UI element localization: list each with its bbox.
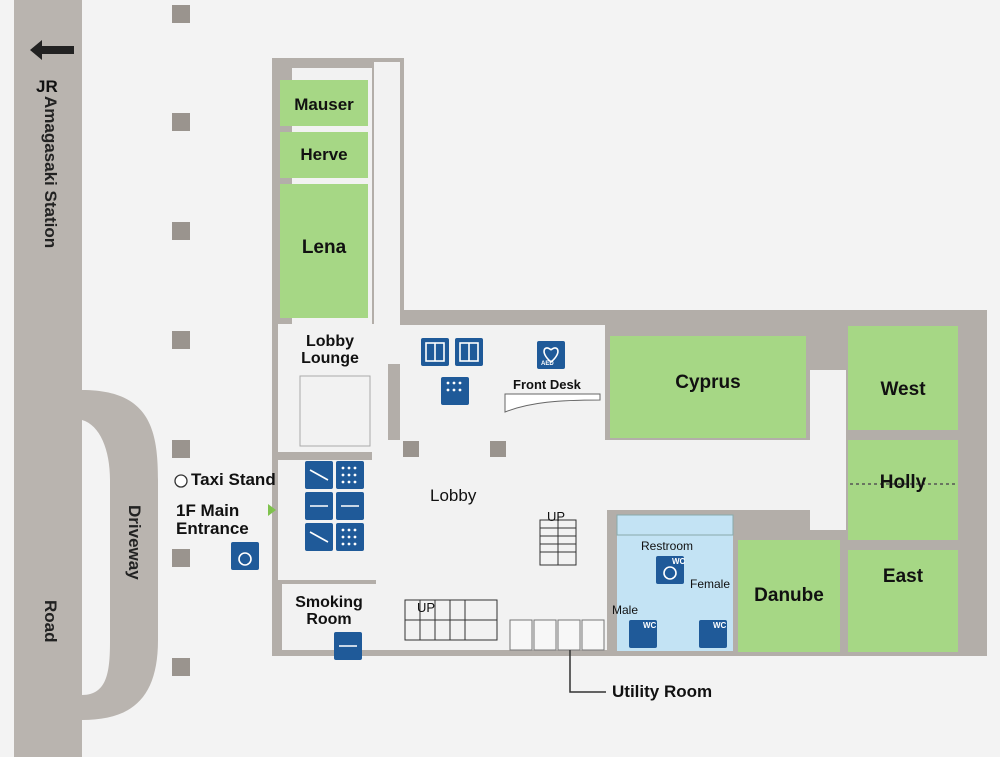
room-label-lobby: Lobby [430,486,477,505]
room-west-holly-east[interactable] [848,326,958,652]
aed-label: AED [541,361,554,367]
room-mauser[interactable] [280,80,368,126]
room-label-mauser: Mauser [294,95,354,114]
room-label-lena: Lena [301,237,347,258]
front-desk[interactable] [504,393,601,413]
road-label: Road [41,600,60,643]
room-label-west: West [880,379,926,400]
smoking-line2: Room [306,610,352,628]
room-label-lobby-lounge: Lobby Lounge [290,333,370,368]
front-desk-label: Front Desk [513,377,581,392]
stairs-lobby[interactable] [539,519,577,566]
room-label-east: East [882,566,924,587]
driveway-label: Driveway [125,505,144,580]
main-entrance-label: 1F Main Entrance [176,502,249,538]
room-lena[interactable] [280,184,368,318]
up-stairs-label-lobby: UP [547,509,566,524]
male-label: Male [612,603,639,617]
wc-label-male: WC [643,621,657,630]
toilet-icon[interactable] [629,620,657,648]
room-danube[interactable] [738,540,840,652]
stairs-lower[interactable] [404,599,498,641]
taxi-stand-label: Taxi Stand [191,470,276,489]
female-label: Female [690,577,731,591]
station-arrow-icon [30,40,74,60]
smoking-line1: Smoking [295,594,363,611]
lobby-lounge-line1: Lobby [306,333,354,350]
main-entrance-line1: 1F Main [176,501,240,520]
wheelchair-icon [231,542,259,570]
room-label-holly: Holly [879,472,927,493]
station-label-jr: JR [36,77,58,96]
wheelchair-icon[interactable] [656,556,684,584]
lobby-lounge-line2: Lounge [301,349,359,367]
aed-icon[interactable] [537,341,565,369]
room-label-cyprus: Cyprus [675,372,741,393]
toilet-icon[interactable] [699,620,727,648]
utility-room-label: Utility Room [612,682,713,701]
taxi-stand-icon [174,474,188,488]
braille-icon [441,377,469,405]
room-label-danube: Danube [754,585,824,606]
entrance-arrow-icon [268,504,276,516]
station-label: Amagasaki Station [41,96,60,249]
utility-room-leader [569,650,606,693]
exterior-columns [172,5,190,676]
driveway [82,390,158,720]
up-stairs-label-lower: UP [417,600,436,615]
restroom-label: Restroom [641,539,694,553]
wc-label-female: WC [713,621,727,630]
room-label-herve: Herve [300,145,348,164]
room-herve[interactable] [280,132,368,178]
room-label-smoking: Smoking Room [284,594,374,629]
main-entrance-line2: Entrance [176,518,249,538]
station-road [14,0,82,757]
wc-label-accessible: WC [672,557,686,566]
room-cyprus[interactable] [610,336,806,438]
